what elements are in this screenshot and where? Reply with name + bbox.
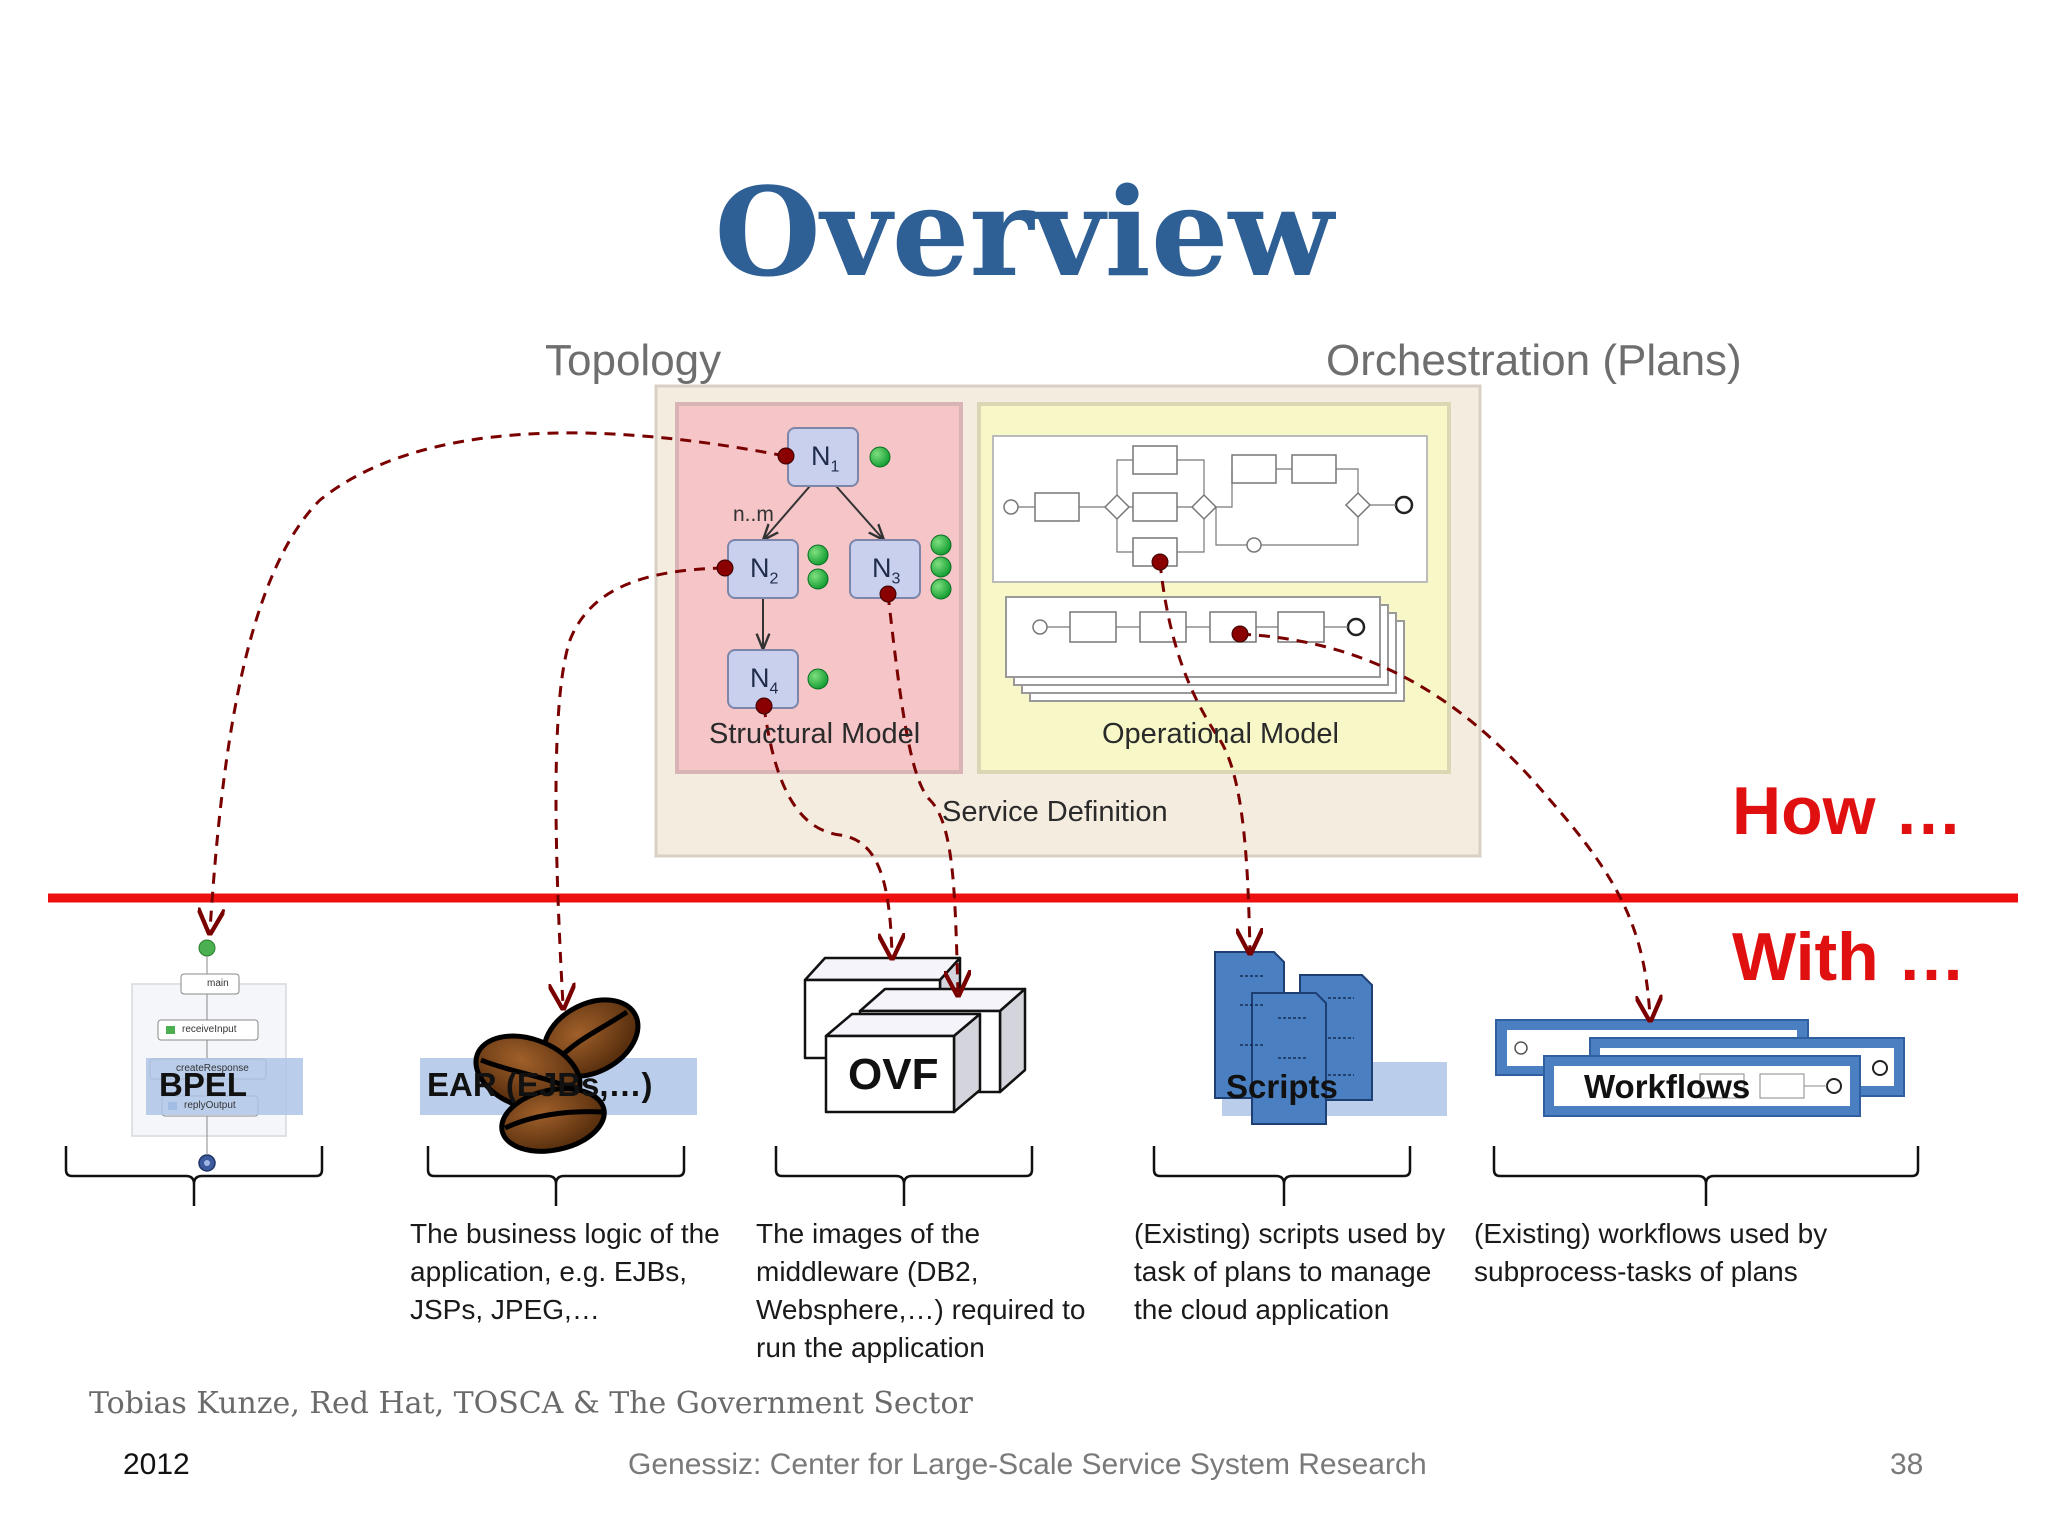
brace-scripts (1152, 1146, 1412, 1206)
capability-dots (807, 446, 952, 690)
page-number: 38 (1890, 1448, 1924, 1481)
bpel-step-reply: replyOutput (184, 1100, 236, 1111)
subprocess-stack (1005, 596, 1405, 702)
bpel-label: BPEL (159, 1066, 248, 1103)
author-line: Tobias Kunze, Red Hat, TOSCA & The Gover… (89, 1386, 973, 1421)
arrow-n1-to-bpel (210, 431, 786, 930)
arrow-origins (716, 447, 1249, 715)
ovf-images-icon (803, 956, 1027, 1114)
node-n2-label: N2 (750, 553, 779, 588)
structural-model-label: Structural Model (709, 718, 921, 750)
scripts-label: Scripts (1226, 1068, 1338, 1105)
scripts-files-icon (1214, 951, 1447, 1125)
footer-year: 2012 (123, 1448, 190, 1481)
arrow-task-to-scripts (1158, 561, 1250, 950)
dashed-arrows (210, 431, 1650, 1017)
brace-workflows (1492, 1146, 1920, 1206)
ear-label: EAR (EJBs,…) (427, 1066, 653, 1103)
braces (64, 1146, 1920, 1206)
footer-center: Genessiz: Center for Large-Scale Service… (628, 1448, 1427, 1481)
arrow-n3-to-ovf (886, 593, 958, 992)
coffee-beans-icon (473, 997, 641, 1154)
workflows-description: (Existing) workflows used by subprocess-… (1474, 1218, 1828, 1287)
bpel-step-create: createResponse (176, 1063, 249, 1074)
brace-bpel (64, 1146, 324, 1206)
arrow-n4-to-ovf (762, 705, 892, 955)
ear-description: The business logic of the application, e… (410, 1218, 720, 1325)
topology-label: Topology (545, 336, 722, 385)
node-n1-label: N1 (811, 441, 840, 476)
brace-ear (426, 1146, 686, 1206)
how-label: How … (1732, 773, 1963, 849)
ovf-label: OVF (848, 1050, 939, 1099)
slide-title: Overview (714, 160, 1334, 304)
node-boxes (727, 427, 921, 709)
bpel-step-main: main (207, 978, 229, 989)
brace-ovf (774, 1146, 1034, 1206)
orchestration-label: Orchestration (Plans) (1326, 336, 1742, 385)
ovf-description: The images of the middleware (DB2, Websp… (756, 1218, 1086, 1363)
workflows-label: Workflows (1584, 1068, 1751, 1105)
scripts-description: (Existing) scripts used by task of plans… (1134, 1218, 1446, 1325)
multiplicity-label: n..m (733, 503, 774, 526)
structural-edges (763, 485, 883, 648)
service-definition-label: Service Definition (942, 796, 1168, 828)
operational-model-label: Operational Model (1102, 718, 1339, 750)
arrow-n2-to-ear (556, 566, 725, 1005)
plan-diagram (992, 435, 1428, 583)
bpel-label-band (146, 1058, 303, 1115)
node-n3-label: N3 (872, 553, 901, 588)
with-label: With … (1732, 919, 1966, 995)
node-n4-label: N4 (750, 663, 779, 698)
bpel-step-receive: receiveInput (182, 1024, 237, 1035)
workflows-stack-icon (1495, 1019, 1905, 1117)
bpel-process-image (131, 939, 287, 1172)
